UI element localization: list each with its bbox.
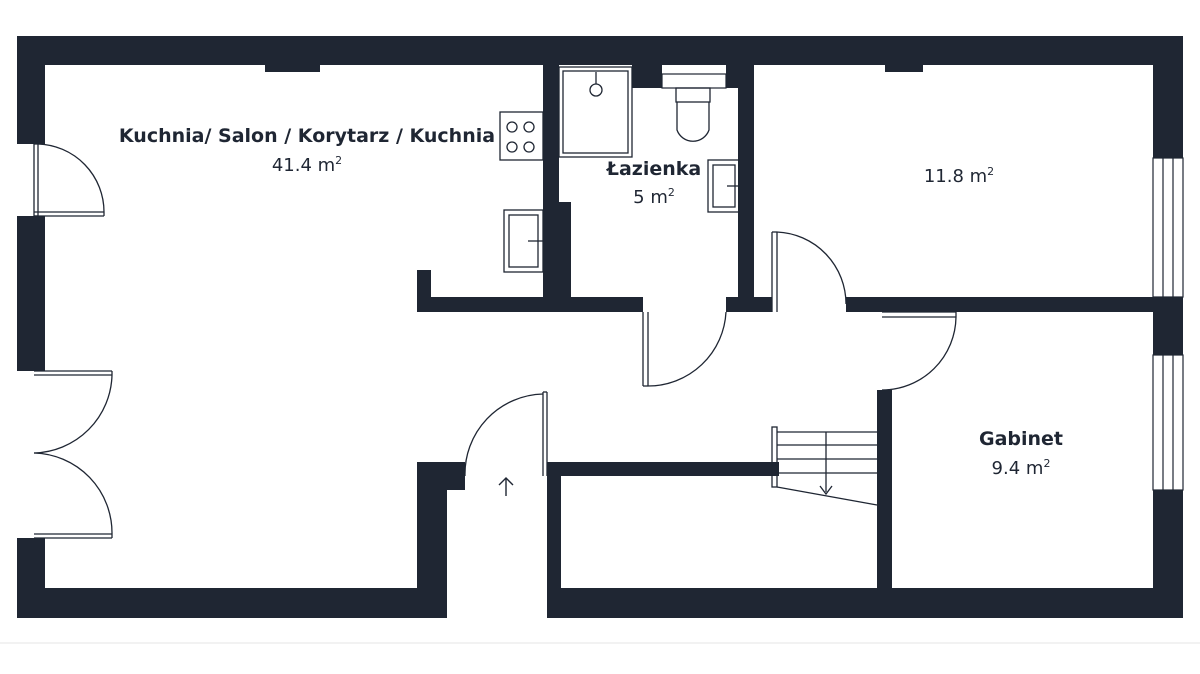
partition-wall bbox=[877, 390, 892, 618]
partition-wall bbox=[547, 462, 779, 476]
partition-wall bbox=[632, 62, 662, 88]
wall-notch bbox=[265, 62, 320, 72]
room-area-living: 41.4 m2 bbox=[272, 154, 342, 176]
window bbox=[1152, 354, 1184, 491]
outer-wall-bottom bbox=[17, 588, 447, 618]
fixtures bbox=[499, 66, 878, 506]
room-area-bathroom: 5 m2 bbox=[633, 186, 675, 208]
windows bbox=[661, 73, 1184, 491]
door-entrance bbox=[464, 391, 548, 477]
outer-wall-right bbox=[1153, 36, 1183, 158]
stove-icon bbox=[499, 111, 544, 161]
room-area-office: 9.4 m2 bbox=[992, 457, 1051, 479]
window bbox=[1152, 157, 1184, 298]
outer-wall-top bbox=[17, 36, 1183, 65]
sink-icon bbox=[503, 209, 544, 273]
room-name-bathroom: Łazienka bbox=[606, 158, 701, 180]
toilet-icon bbox=[675, 87, 711, 142]
door-bedroom bbox=[771, 231, 847, 312]
partition-wall bbox=[738, 62, 754, 312]
room-name-office: Gabinet bbox=[979, 428, 1063, 450]
partition-wall bbox=[556, 202, 571, 312]
doors bbox=[33, 143, 957, 539]
sink-icon bbox=[707, 159, 740, 213]
door-left-double bbox=[33, 370, 113, 539]
outer-wall-left bbox=[17, 36, 45, 144]
partition-wall bbox=[726, 62, 754, 88]
walls bbox=[17, 36, 1183, 618]
up-arrow-icon bbox=[498, 477, 514, 496]
partition-wall bbox=[846, 297, 1183, 312]
partition-wall bbox=[543, 62, 559, 302]
entry-wall bbox=[417, 462, 465, 490]
shower-icon bbox=[558, 66, 633, 158]
outer-wall-left bbox=[17, 216, 45, 371]
wall-notch bbox=[885, 62, 923, 72]
door-office bbox=[881, 311, 957, 391]
entry-wall bbox=[547, 462, 561, 618]
room-name-living: Kuchnia/ Salon / Korytarz / Kuchnia bbox=[119, 125, 495, 147]
outer-wall-bottom bbox=[547, 588, 1183, 618]
door-bathroom bbox=[642, 311, 727, 387]
window bbox=[661, 73, 727, 89]
partition-wall bbox=[417, 297, 643, 312]
room-area-bedroom: 11.8 m2 bbox=[924, 165, 994, 187]
door-left-top bbox=[33, 143, 105, 217]
stairs-icon bbox=[771, 426, 878, 506]
partition-wall bbox=[726, 297, 772, 312]
